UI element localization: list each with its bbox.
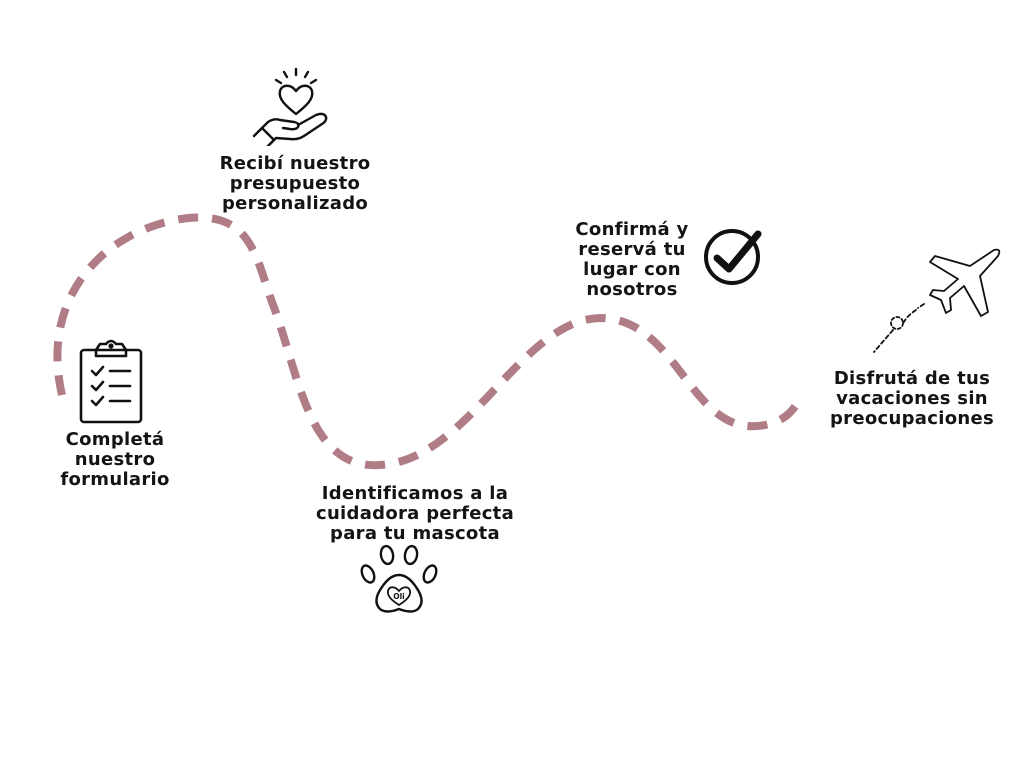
step-label-enjoy: Disfrutá de tus vacaciones sin preocupac…: [830, 368, 994, 429]
clipboard-checklist-icon: [79, 339, 143, 424]
step-label-confirm: Confirmá y reservá tu lugar con nosotros: [575, 219, 689, 300]
step-label-quote: Recibí nuestro presupuesto personalizado: [219, 153, 371, 214]
checkmark-circle-icon: [704, 229, 762, 285]
paw-heart-icon: Oli: [360, 544, 438, 613]
step-label-form: Completá nuestro formulario: [60, 429, 170, 490]
paw-logo-text: Oli: [393, 592, 405, 601]
heart-in-hand-icon: [252, 67, 328, 146]
dashed-wave-line: [53, 213, 804, 470]
step-label-match: Identificamos a la cuidadora perfecta pa…: [315, 483, 515, 544]
airplane-icon: [873, 248, 1001, 353]
